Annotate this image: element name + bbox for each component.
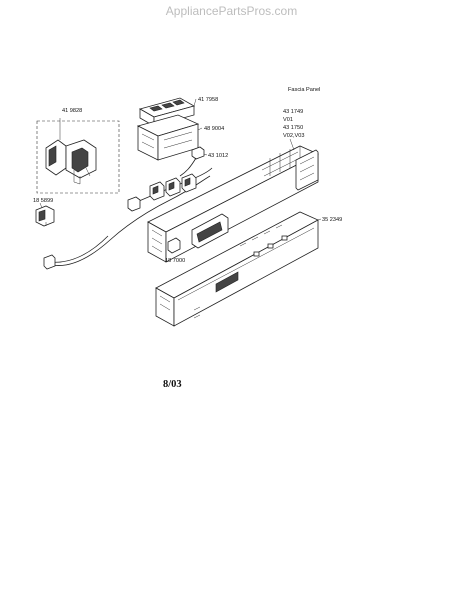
label-41-9828: 41 9828: [62, 108, 82, 114]
label-43-1749: 43 1749: [283, 109, 303, 115]
label-43-1012: 43 1012: [208, 153, 228, 159]
panel-title: Fascia Panel: [288, 87, 320, 93]
switch-part: [35, 205, 55, 227]
watermark: AppliancePartsPros.com: [165, 4, 298, 18]
control-module: [136, 114, 203, 161]
button-part: [167, 237, 181, 254]
bracket-assembly-group: [36, 118, 120, 194]
label-v02-v03: V02,V03: [283, 133, 304, 139]
revision-date: 8/03: [163, 379, 182, 390]
label-18-5899: 18 5899: [33, 198, 53, 204]
wiring-harness: [43, 167, 213, 270]
label-48-9004: 48 9004: [204, 126, 224, 132]
label-18-7000: 18 7000: [165, 258, 185, 264]
fascia-panel: [147, 145, 319, 263]
label-41-7958: 41 7958: [198, 97, 218, 103]
display-module: [138, 97, 197, 127]
connector-43-1012: [179, 146, 205, 177]
inner-panel: [155, 211, 319, 327]
label-v01: V01: [283, 117, 293, 123]
label-35-2349: 35 2349: [322, 217, 342, 223]
label-43-1750: 43 1750: [283, 125, 303, 131]
